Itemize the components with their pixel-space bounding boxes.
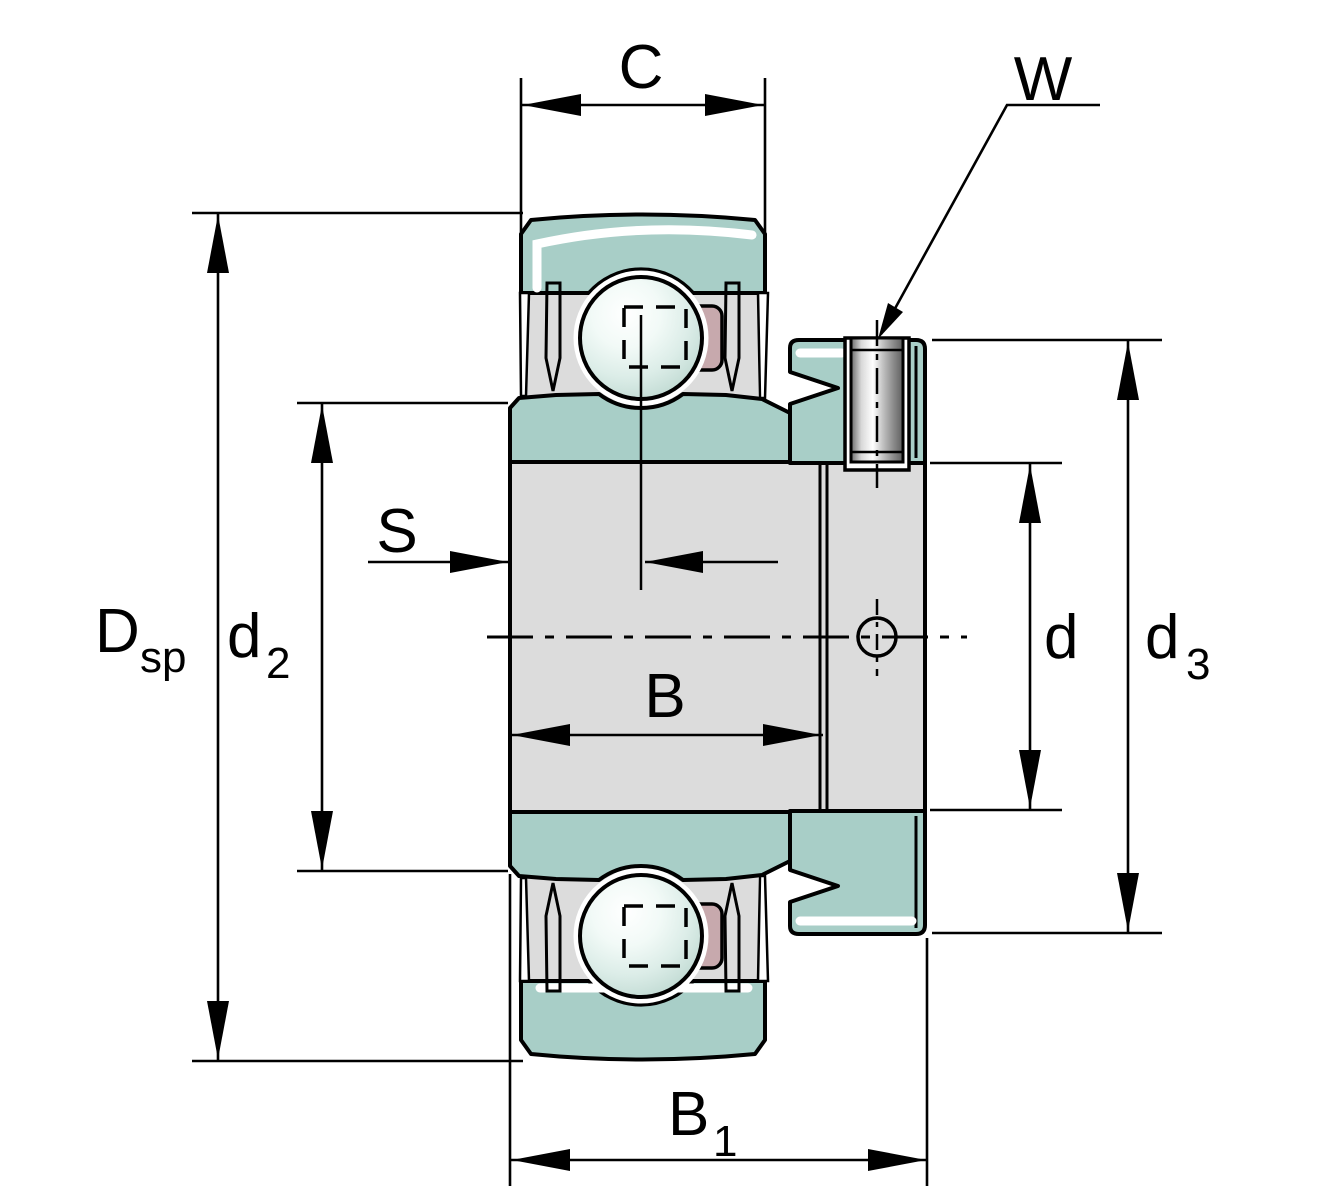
label-W: W — [1014, 45, 1073, 114]
label-B1-sub: 1 — [713, 1117, 737, 1166]
label-Dsp-base: D — [95, 597, 140, 666]
label-d2-sub: 2 — [266, 639, 290, 688]
land-bottom-right — [756, 874, 770, 983]
dim-Dsp — [192, 211, 523, 1063]
label-d3-base: d — [1145, 603, 1179, 672]
outer-ring-bottom-section — [519, 979, 767, 1062]
land-top-left — [518, 291, 531, 398]
dimension-labels: C W S B B 1 D sp d 2 d d 3 — [95, 33, 1210, 1166]
inner-ring-top-section — [508, 392, 792, 464]
label-d2-base: d — [227, 602, 261, 671]
label-B1-base: B — [668, 1080, 709, 1149]
label-d: d — [1044, 603, 1078, 672]
dim-S — [368, 551, 778, 573]
dimensions — [192, 78, 1162, 1186]
ball-bottom — [578, 873, 704, 999]
dim-B — [510, 724, 823, 746]
dim-d2 — [297, 401, 508, 873]
dim-d3 — [932, 338, 1162, 935]
land-top-right — [756, 291, 770, 400]
outer-ring-top-highlight — [532, 225, 757, 293]
seal-top-left — [544, 281, 562, 392]
dim-B1 — [508, 874, 929, 1186]
set-screw-assembly — [843, 320, 911, 488]
inner-ring-bottom-section — [508, 810, 792, 882]
seal-top-right — [723, 281, 741, 392]
collar-bottom-section — [788, 809, 927, 936]
label-S: S — [376, 497, 417, 566]
label-d3-sub: 3 — [1186, 640, 1210, 689]
label-B: B — [644, 662, 685, 731]
bearing-section — [487, 212, 967, 1062]
land-bottom-left — [518, 876, 531, 983]
dim-W-leader — [878, 103, 1100, 339]
seal-bottom-left — [544, 882, 562, 993]
seal-bottom-right — [723, 882, 741, 993]
label-Dsp-sub: sp — [140, 633, 186, 682]
label-C: C — [619, 33, 664, 102]
dim-d — [930, 461, 1062, 812]
